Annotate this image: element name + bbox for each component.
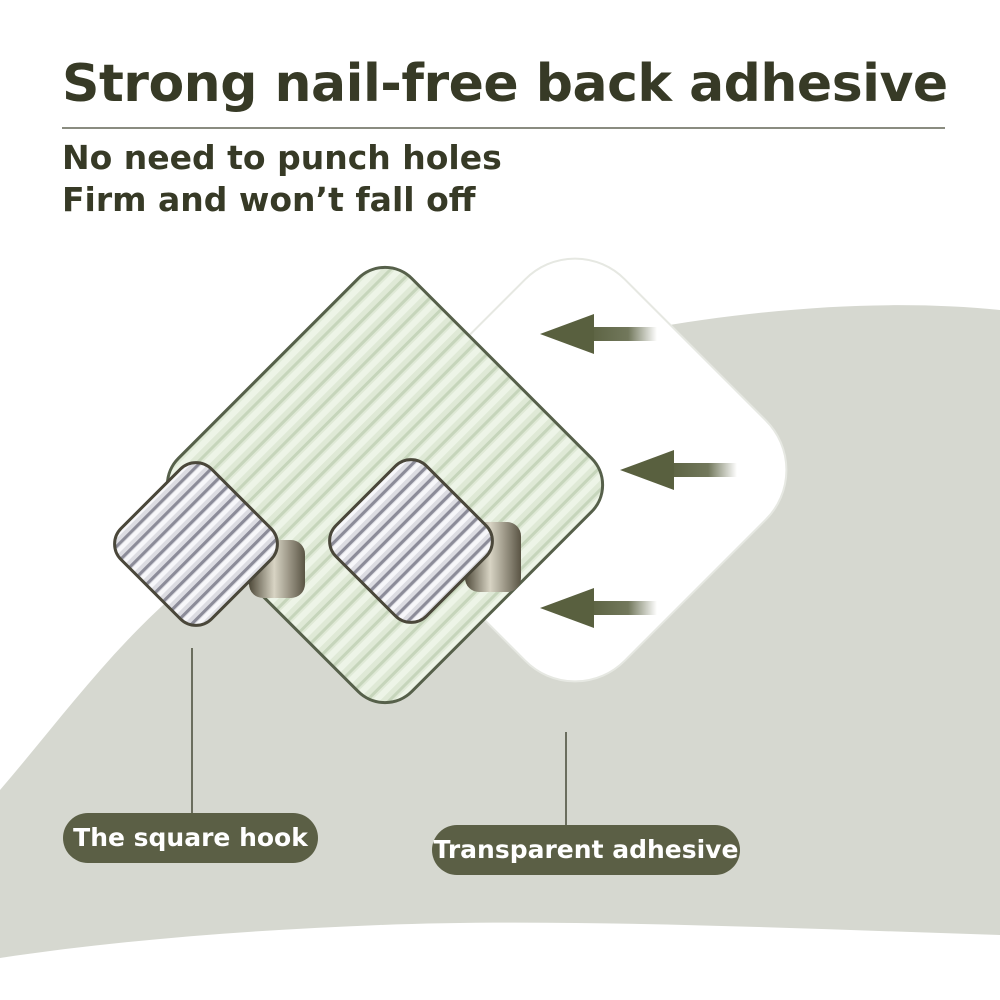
label-square-hook: The square hook (63, 813, 318, 863)
subline-firm: Firm and won’t fall off (62, 180, 476, 219)
left-square-hook (113, 461, 305, 627)
label-transparent-adhesive: Transparent adhesive (432, 825, 740, 875)
left-arrow-icon (540, 588, 657, 628)
headline: Strong nail-free back adhesive (62, 54, 948, 114)
backdrop-bottom-band (0, 922, 1000, 1000)
subline-no-holes: No need to punch holes (62, 138, 502, 177)
left-arrow-icon (540, 314, 657, 354)
right-square-hook (328, 458, 521, 624)
title-divider (62, 127, 945, 129)
left-arrow-icon (620, 450, 737, 490)
